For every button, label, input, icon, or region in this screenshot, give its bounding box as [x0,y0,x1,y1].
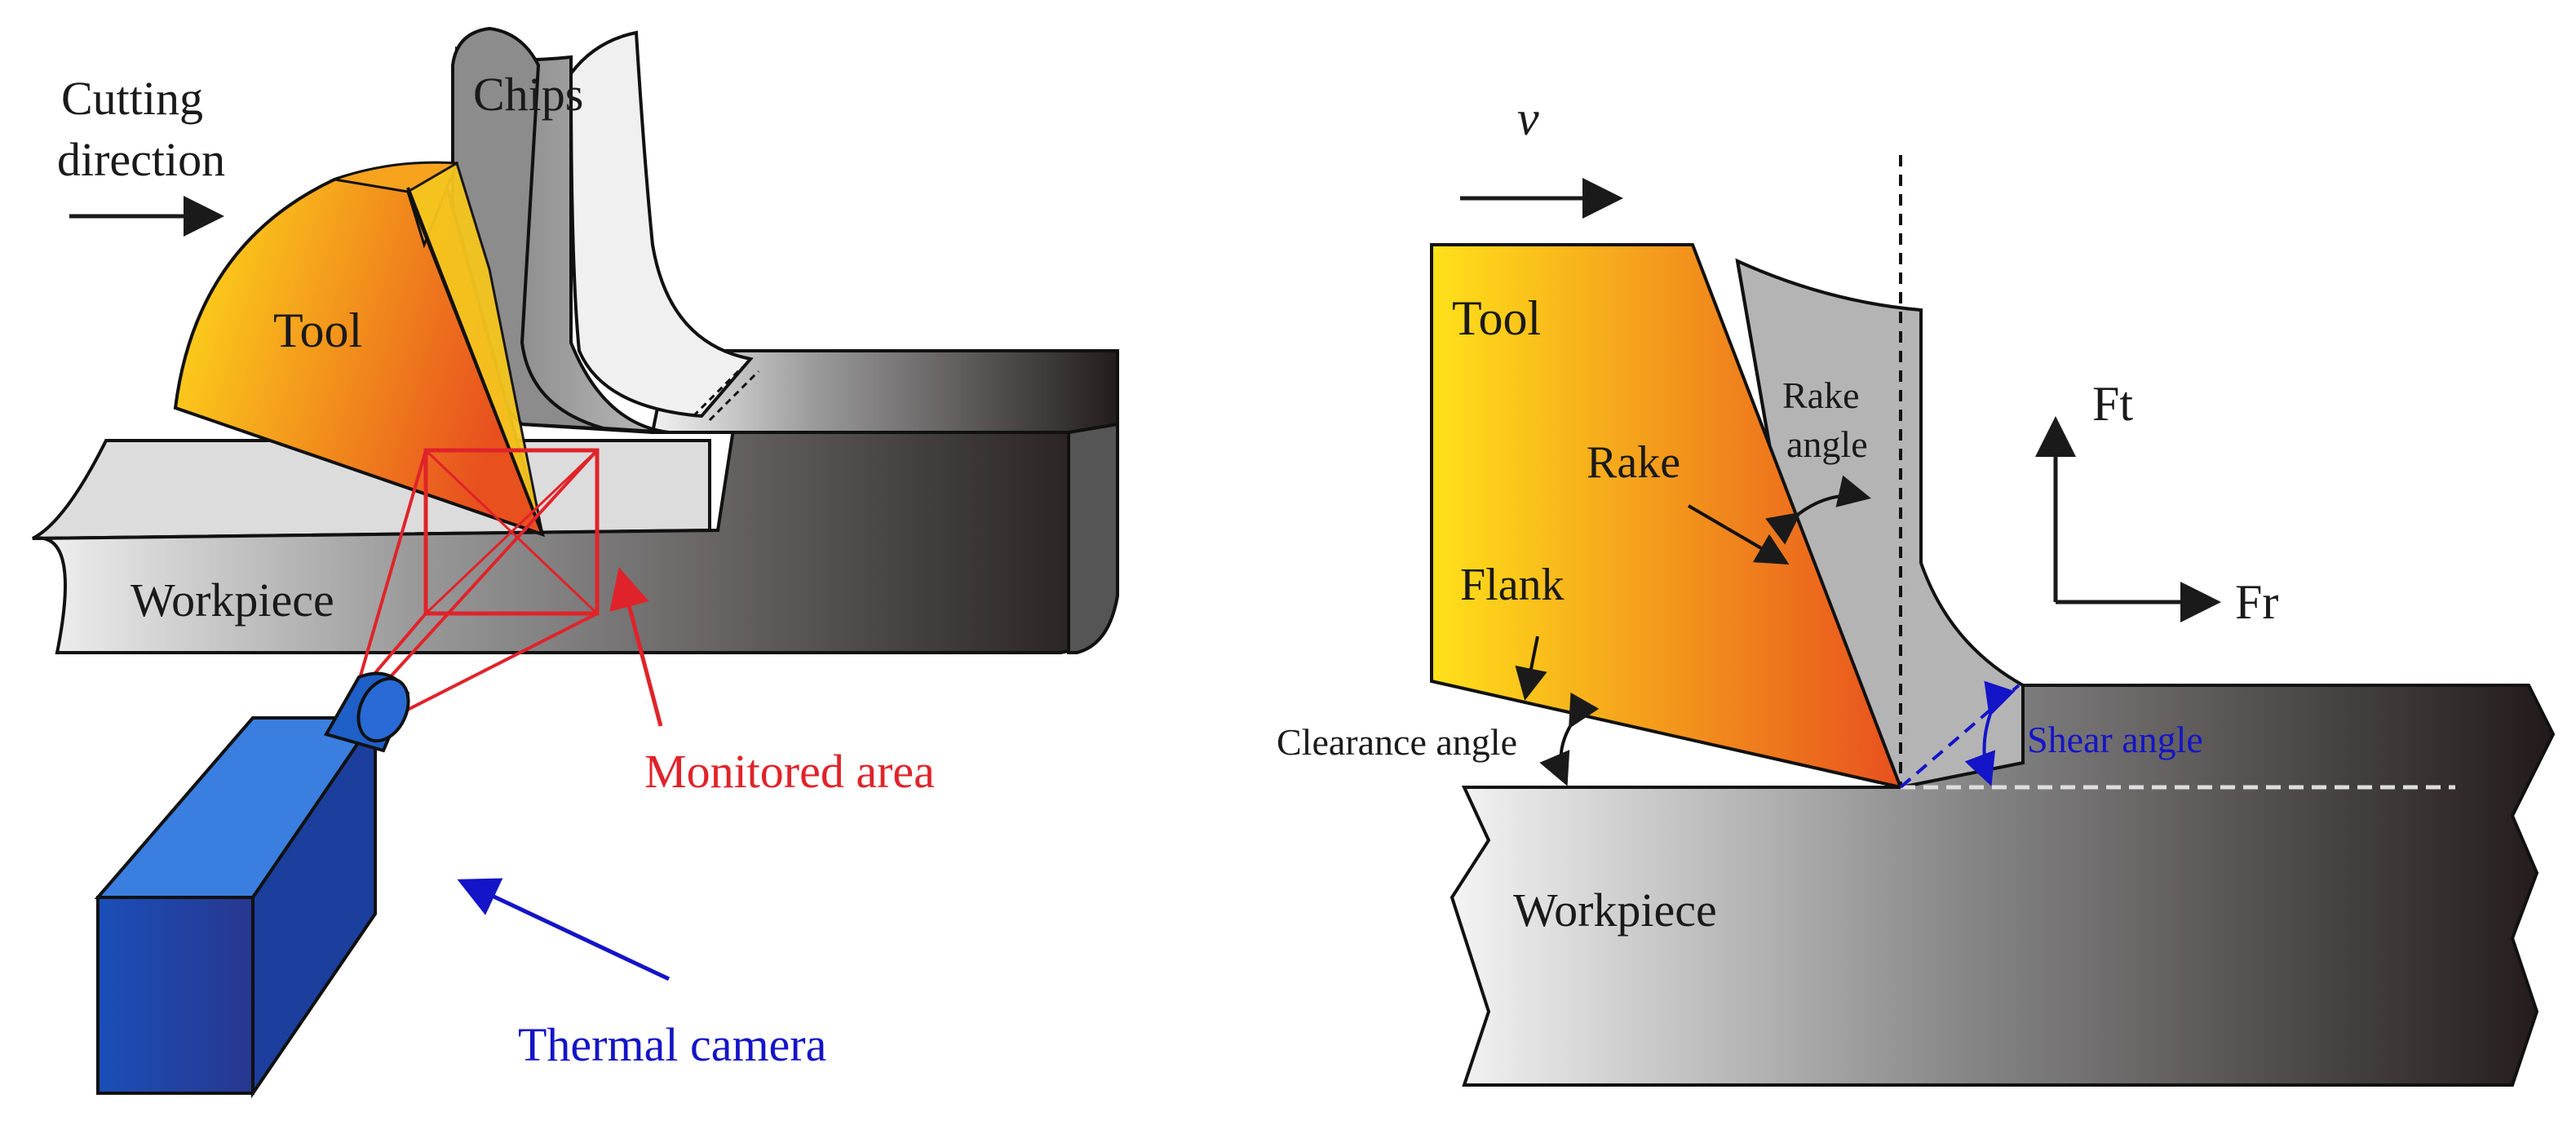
rake-leader-arrow [1687,504,1790,565]
force-ft-label: Ft [2092,377,2133,431]
flank-leader-arrow [1515,636,1547,701]
thermal-camera-label: Thermal camera [518,1018,826,1071]
shear-angle-arc [1964,680,2016,786]
tool-label-right: Tool [1452,291,1541,345]
rake-label: Rake [1587,437,1680,488]
flank-label: Flank [1460,560,1565,610]
shear-angle-label: Shear angle [2027,719,2203,760]
rake-angle-label-1: Rake [1782,374,1860,416]
chip-inner [569,30,754,419]
monitored-area-diagonal-2 [424,449,599,615]
chip-hidden-edge [692,365,744,418]
monitored-area-arrow [609,567,663,727]
left-panel: Cutting direction Chips Tool Workpiece M… [32,26,1119,1099]
cutting-direction-label-1: Cutting [61,72,203,125]
velocity-label: v [1517,91,1539,145]
workpiece-side-face [1067,422,1119,654]
right-panel: v Tool Rake angle Rake Flank Clearance a… [1277,91,2556,1087]
rake-angle-arc [1765,475,1871,545]
monitored-area-label: Monitored area [644,745,935,798]
thermal-camera-arrow [457,878,671,981]
chips-label: Chips [473,68,583,121]
clearance-angle-arc [1539,692,1600,786]
force-fr-label: Fr [2235,575,2278,629]
rake-angle-label-2: angle [1786,423,1868,465]
camera-view-line [374,449,599,695]
chip-hidden-edge-2 [708,370,760,422]
tool-rake-edge [406,187,544,535]
camera-view-line [391,612,598,720]
clearance-angle-label: Clearance angle [1277,721,1517,763]
workpiece-label-right: Workpiece [1513,884,1717,937]
thermal-camera [94,671,410,1099]
monitored-area-box [423,448,600,616]
chip-right [1735,258,2025,790]
camera-view-line [357,450,427,682]
tool-label: Tool [273,303,362,357]
workpiece-label: Workpiece [131,574,334,627]
cutting-direction-label-2: direction [57,133,225,186]
